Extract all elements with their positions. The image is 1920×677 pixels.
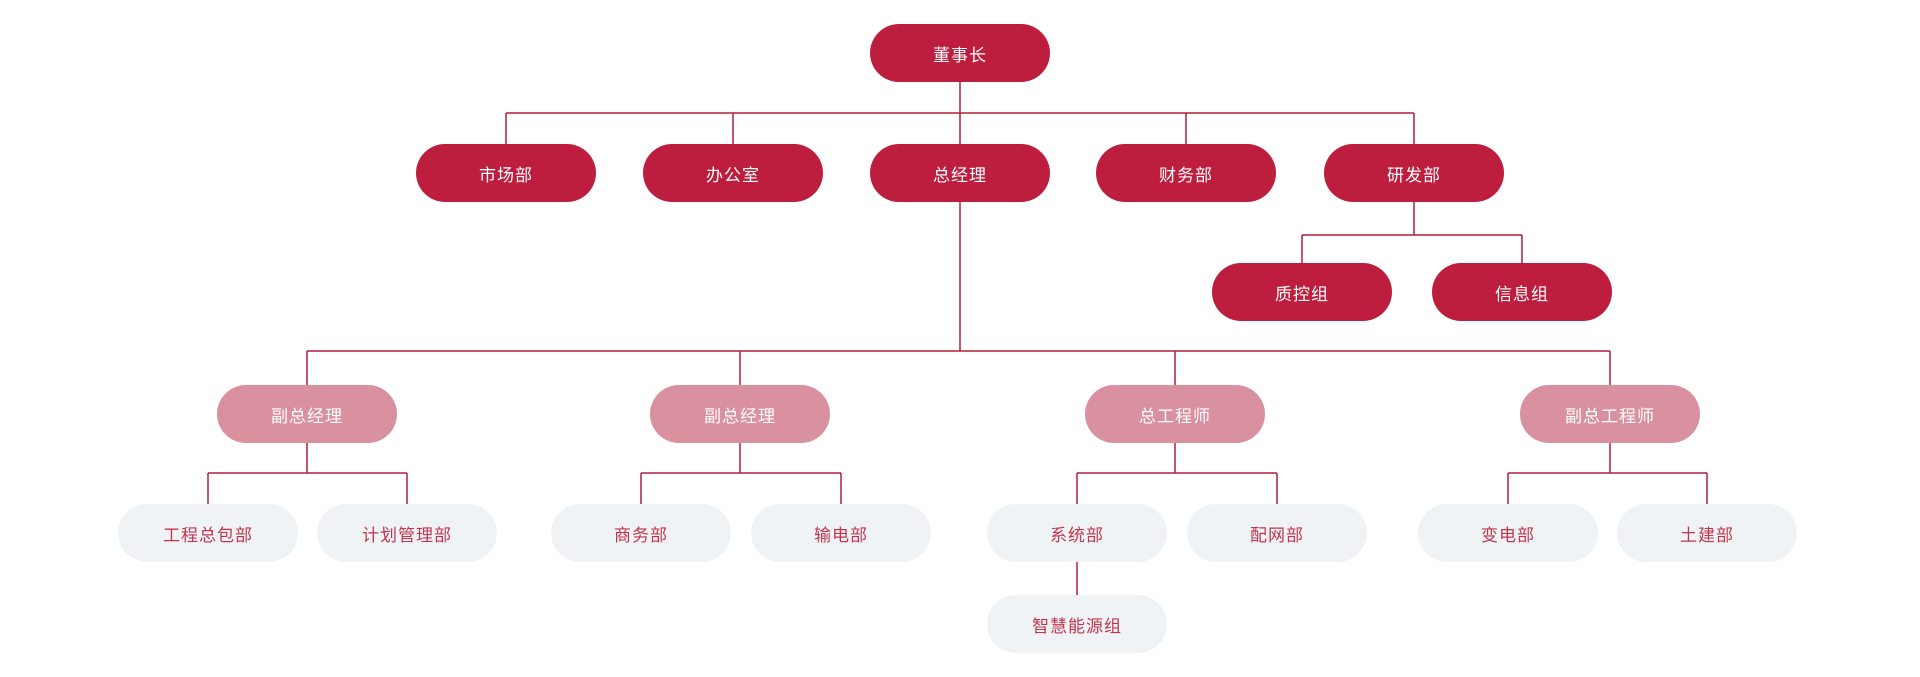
org-node-substation-dept: 变电部 bbox=[1418, 504, 1598, 562]
org-node-deputy-chief-engineer: 副总工程师 bbox=[1520, 385, 1700, 443]
org-node-deputy-gm-2: 副总经理 bbox=[650, 385, 830, 443]
org-node-finance-dept: 财务部 bbox=[1096, 144, 1276, 202]
org-node-rnd-dept: 研发部 bbox=[1324, 144, 1504, 202]
org-node-chairman: 董事长 bbox=[870, 24, 1050, 82]
org-node-system-dept: 系统部 bbox=[987, 504, 1167, 562]
org-node-civil-engineering-dept: 土建部 bbox=[1617, 504, 1797, 562]
org-node-office: 办公室 bbox=[643, 144, 823, 202]
org-node-information-group: 信息组 bbox=[1432, 263, 1612, 321]
org-node-marketing-dept: 市场部 bbox=[416, 144, 596, 202]
org-node-commerce-dept: 商务部 bbox=[551, 504, 731, 562]
org-node-epc-dept: 工程总包部 bbox=[118, 504, 298, 562]
org-node-chief-engineer: 总工程师 bbox=[1085, 385, 1265, 443]
org-node-distribution-network-dept: 配网部 bbox=[1187, 504, 1367, 562]
org-node-deputy-gm-1: 副总经理 bbox=[217, 385, 397, 443]
org-node-general-manager: 总经理 bbox=[870, 144, 1050, 202]
org-node-smart-energy-group: 智慧能源组 bbox=[987, 595, 1167, 653]
org-node-quality-control-group: 质控组 bbox=[1212, 263, 1392, 321]
org-node-power-transmission-dept: 输电部 bbox=[751, 504, 931, 562]
org-node-planning-dept: 计划管理部 bbox=[317, 504, 497, 562]
